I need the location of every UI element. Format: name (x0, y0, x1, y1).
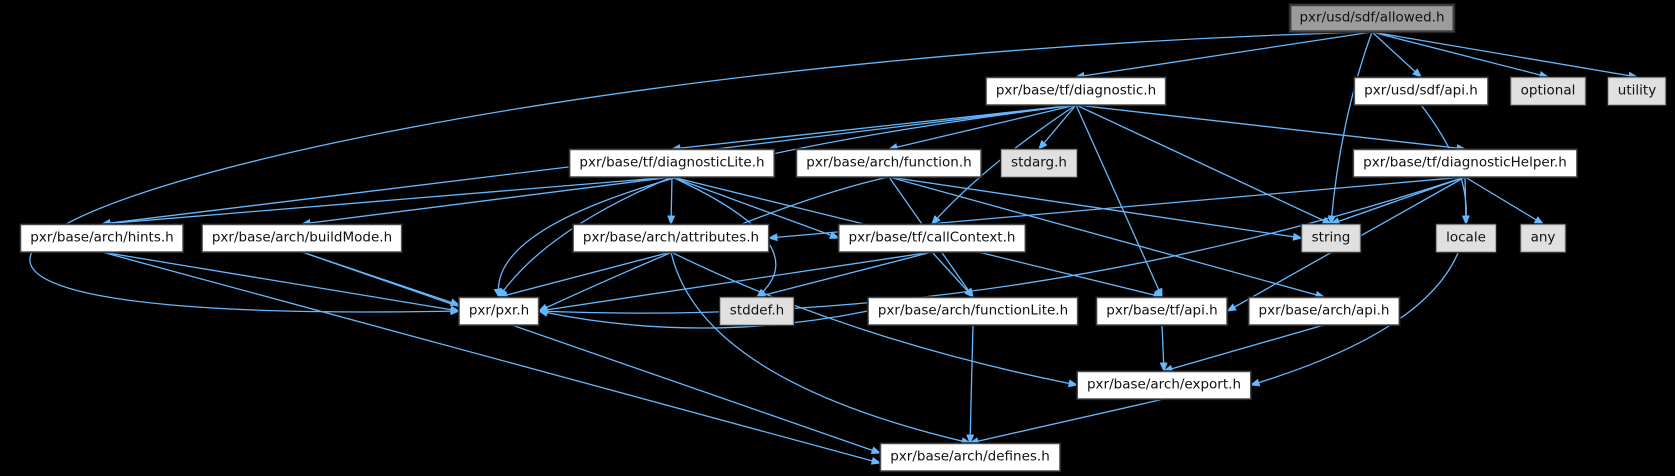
node-pxr-base-arch-function-h[interactable]: pxr/base/arch/function.h (795, 148, 983, 178)
edge-allowed-to-pxr (29, 31, 1373, 316)
edge-attr-to-pxr (497, 251, 672, 299)
edge-archapi-to-export (1162, 324, 1325, 373)
edge-diag-to-string (1075, 104, 1333, 225)
edge-allowed-to-sdfapi (1371, 31, 1423, 79)
node-pxr-base-arch-hints-h[interactable]: pxr/base/arch/hints.h (19, 223, 185, 253)
edge-diag-to-pxr (493, 104, 1077, 299)
edge-diag-to-tfapi (1075, 104, 1163, 299)
edge-func-to-archapi (888, 176, 1326, 299)
node-pxr-pxr-h[interactable]: pxr/pxr.h (457, 296, 541, 326)
edge-hints-to-pxr (101, 251, 461, 314)
edge-dhelper-to-any (1464, 176, 1545, 225)
node-pxr-base-tf-api-h[interactable]: pxr/base/tf/api.h (1095, 296, 1229, 326)
edge-dlite-to-pxr (498, 176, 673, 299)
node-pxr-base-arch-export-h[interactable]: pxr/base/arch/export.h (1075, 370, 1253, 400)
edge-cctx-to-flite (931, 251, 975, 299)
edge-dlite-to-bmode (300, 176, 673, 227)
node-pxr-usd-sdf-api-h[interactable]: pxr/usd/sdf/api.h (1353, 76, 1489, 106)
edge-diag-to-dlite (670, 104, 1077, 153)
edge-attr-to-defines (670, 251, 972, 445)
edge-dlite-to-hints (100, 176, 673, 228)
node-stddef-h: stddef.h (718, 296, 796, 326)
edge-func-to-string (888, 176, 1303, 241)
edge-diag-to-func (887, 104, 1077, 151)
edge-attr-to-export (670, 251, 1079, 388)
edge-flite-to-defines (966, 324, 975, 445)
edge-allowed-to-string (1327, 31, 1373, 226)
node-pxr-base-arch-attributes-h[interactable]: pxr/base/arch/attributes.h (571, 223, 771, 253)
edge-func-to-pxr (537, 176, 890, 312)
edge-hints-to-defines (101, 251, 882, 465)
node-optional: optional (1509, 76, 1587, 106)
edge-allowed-to-diag (1074, 31, 1373, 80)
edge-dhelper-to-pxr (537, 176, 1466, 316)
edge-diag-to-dhelper (1075, 104, 1467, 153)
node-locale: locale (1435, 223, 1497, 253)
node-any: any (1519, 223, 1567, 253)
node-pxr-base-tf-diagnosticHelper-h[interactable]: pxr/base/tf/diagnosticHelper.h (1352, 148, 1578, 178)
edge-dlite-to-attr (667, 176, 676, 226)
edge-dlite-to-cctx (671, 176, 840, 239)
edge-allowed-to-utility (1371, 31, 1639, 80)
node-pxr-base-tf-diagnosticLite-h[interactable]: pxr/base/tf/diagnosticLite.h (568, 148, 776, 178)
edge-cctx-to-stddef (755, 251, 933, 299)
node-pxr-base-arch-functionLite-h[interactable]: pxr/base/arch/functionLite.h (866, 296, 1080, 326)
edge-flite-to-pxr (537, 308, 869, 329)
node-string: string (1300, 223, 1362, 253)
node-pxr-base-tf-callContext-h[interactable]: pxr/base/tf/callContext.h (837, 223, 1027, 253)
node-pxr-base-arch-defines-h[interactable]: pxr/base/arch/defines.h (879, 442, 1061, 472)
node-utility: utility (1606, 76, 1668, 106)
edge-export-to-defines (968, 398, 1165, 446)
node-pxr-base-tf-diagnostic-h[interactable]: pxr/base/tf/diagnostic.h (984, 76, 1168, 106)
node-pxr-usd-sdf-allowed-h: pxr/usd/sdf/allowed.h (1288, 3, 1456, 33)
edge-bmode-to-defines (301, 251, 882, 454)
node-pxr-base-arch-buildMode-h[interactable]: pxr/base/arch/buildMode.h (200, 223, 404, 253)
edge-diag-to-cctx (930, 104, 1077, 226)
node-stdarg-h: stdarg.h (1000, 148, 1078, 178)
edge-diag-to-stdarg (1038, 104, 1077, 151)
edge-tfapi-to-export (1159, 324, 1168, 373)
node-pxr-base-arch-api-h[interactable]: pxr/base/arch/api.h (1247, 296, 1401, 326)
edge-allowed-to-optional (1371, 31, 1550, 79)
